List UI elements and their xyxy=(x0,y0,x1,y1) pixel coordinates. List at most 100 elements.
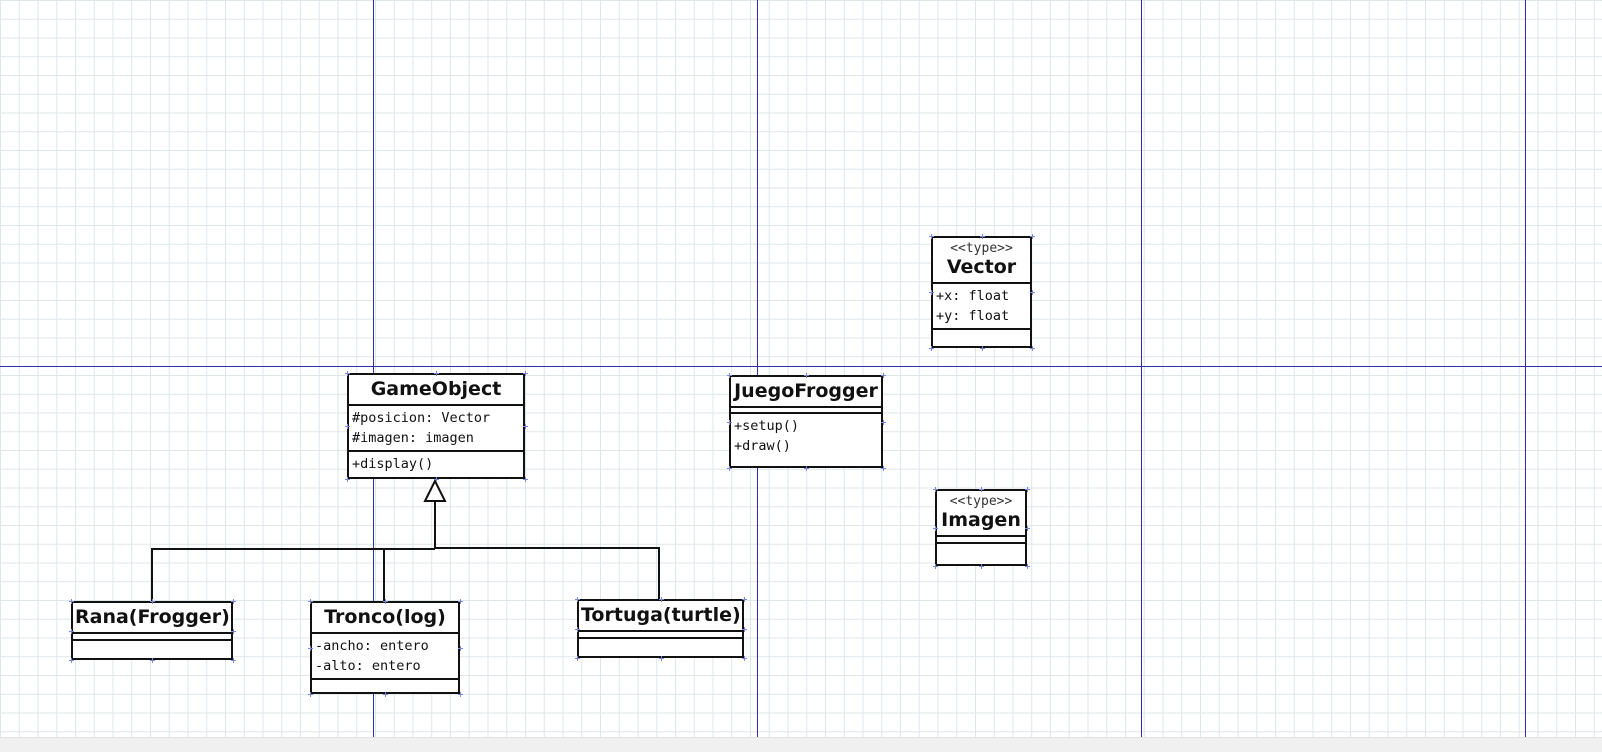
class-imagen[interactable]: <<type>> Imagen xyxy=(933,487,1030,569)
operations-compartment xyxy=(937,542,1025,549)
connection-handle[interactable] xyxy=(434,371,439,376)
page-guide-line xyxy=(373,0,374,737)
class-gameobject[interactable]: GameObject #posicion: Vector #imagen: im… xyxy=(345,371,528,482)
connection-handle[interactable] xyxy=(523,477,528,482)
operations-compartment xyxy=(73,639,231,646)
connection-handle[interactable] xyxy=(383,599,388,604)
class-vector[interactable]: <<type>> Vector +x: float +y: float xyxy=(929,234,1035,351)
inheritance-arrowhead xyxy=(423,478,447,502)
page-guide-line xyxy=(1525,0,1526,737)
attributes-compartment: +x: float +y: float xyxy=(933,282,1030,328)
connection-handle[interactable] xyxy=(345,371,350,376)
connection-handle[interactable] xyxy=(150,658,155,663)
connection-handle[interactable] xyxy=(727,373,732,378)
connection-handle[interactable] xyxy=(308,645,313,651)
connection-handle[interactable] xyxy=(308,599,313,604)
connection-handle[interactable] xyxy=(231,628,236,634)
connection-handle[interactable] xyxy=(727,419,732,425)
connection-handle[interactable] xyxy=(345,477,350,482)
connection-handle[interactable] xyxy=(434,477,439,482)
attribute: +x: float xyxy=(936,288,1010,304)
connection-handle[interactable] xyxy=(979,234,985,239)
connection-handle[interactable] xyxy=(979,564,984,569)
class-header: Rana(Frogger) xyxy=(73,603,231,632)
operations-compartment xyxy=(933,328,1030,333)
generalization-line-tronco[interactable] xyxy=(383,548,435,601)
attributes-compartment xyxy=(579,630,742,637)
connection-handle[interactable] xyxy=(979,487,984,492)
connection-handle[interactable] xyxy=(1025,487,1030,492)
attributes-compartment xyxy=(731,406,881,412)
connection-handle[interactable] xyxy=(979,346,985,351)
connection-handle[interactable] xyxy=(658,597,664,602)
connection-handle[interactable] xyxy=(1025,525,1030,531)
connection-handle[interactable] xyxy=(929,346,934,351)
class-name: Imagen xyxy=(941,509,1021,531)
attributes-compartment xyxy=(73,632,231,639)
connection-handle[interactable] xyxy=(231,599,236,604)
page-guide-line xyxy=(1141,0,1142,737)
connection-handle[interactable] xyxy=(1030,290,1035,295)
connection-handle[interactable] xyxy=(929,234,934,239)
connection-handle[interactable] xyxy=(458,692,463,697)
connection-handle[interactable] xyxy=(231,658,236,663)
operations-compartment: +setup() +draw() xyxy=(731,412,881,458)
connection-handle[interactable] xyxy=(575,656,580,661)
generalization-line-tortuga[interactable] xyxy=(435,547,660,599)
connection-handle[interactable] xyxy=(1025,564,1030,569)
class-header: GameObject xyxy=(349,375,523,404)
connection-handle[interactable] xyxy=(345,424,350,429)
connection-handle[interactable] xyxy=(523,424,528,429)
connection-handle[interactable] xyxy=(458,599,463,604)
connection-handle[interactable] xyxy=(1030,346,1035,351)
connection-handle[interactable] xyxy=(933,564,938,569)
page-guide-line xyxy=(0,366,1602,367)
connection-handle[interactable] xyxy=(458,645,463,651)
connection-handle[interactable] xyxy=(881,419,886,425)
class-tronco[interactable]: Tronco(log) -ancho: entero -alto: entero xyxy=(308,599,463,697)
attributes-compartment xyxy=(937,535,1025,542)
attributes-compartment: -ancho: entero -alto: entero xyxy=(312,632,458,678)
connection-handle[interactable] xyxy=(804,466,809,471)
class-name: Tortuga(turtle) xyxy=(581,604,741,626)
connection-handle[interactable] xyxy=(523,371,528,376)
connection-handle[interactable] xyxy=(742,626,747,632)
class-header: <<type>> Imagen xyxy=(937,491,1025,535)
connection-handle[interactable] xyxy=(881,466,886,471)
class-juegofrogger[interactable]: JuegoFrogger +setup() +draw() xyxy=(727,373,886,471)
connection-handle[interactable] xyxy=(881,373,886,378)
class-header: JuegoFrogger xyxy=(731,377,881,406)
connection-handle[interactable] xyxy=(575,626,580,632)
connection-handle[interactable] xyxy=(575,597,580,602)
class-stereotype: <<type>> xyxy=(950,241,1013,256)
horizontal-scrollbar[interactable] xyxy=(0,737,1602,752)
connection-handle[interactable] xyxy=(658,656,664,661)
connection-handle[interactable] xyxy=(804,373,809,378)
operation: +setup() xyxy=(734,418,800,434)
connection-handle[interactable] xyxy=(1030,234,1035,239)
connection-handle[interactable] xyxy=(742,597,747,602)
operations-compartment xyxy=(579,637,742,644)
connection-handle[interactable] xyxy=(69,628,74,634)
operations-compartment xyxy=(312,678,458,684)
connection-handle[interactable] xyxy=(69,658,74,663)
connection-handle[interactable] xyxy=(308,692,313,697)
connection-handle[interactable] xyxy=(742,656,747,661)
class-rana[interactable]: Rana(Frogger) xyxy=(69,599,236,663)
class-name: Rana(Frogger) xyxy=(75,606,230,628)
connection-handle[interactable] xyxy=(727,466,732,471)
attribute: -alto: entero xyxy=(315,658,421,674)
connection-handle[interactable] xyxy=(69,599,74,604)
connection-handle[interactable] xyxy=(933,487,938,492)
operation: +display() xyxy=(352,456,434,472)
connection-handle[interactable] xyxy=(383,692,388,697)
attribute: +y: float xyxy=(936,308,1010,324)
connection-handle[interactable] xyxy=(933,525,938,531)
class-tortuga[interactable]: Tortuga(turtle) xyxy=(575,597,747,661)
connection-handle[interactable] xyxy=(150,599,155,604)
generalization-line-rana[interactable] xyxy=(151,548,435,601)
class-name: Tronco(log) xyxy=(324,606,446,628)
class-name: JuegoFrogger xyxy=(734,380,878,402)
connection-handle[interactable] xyxy=(929,290,934,295)
